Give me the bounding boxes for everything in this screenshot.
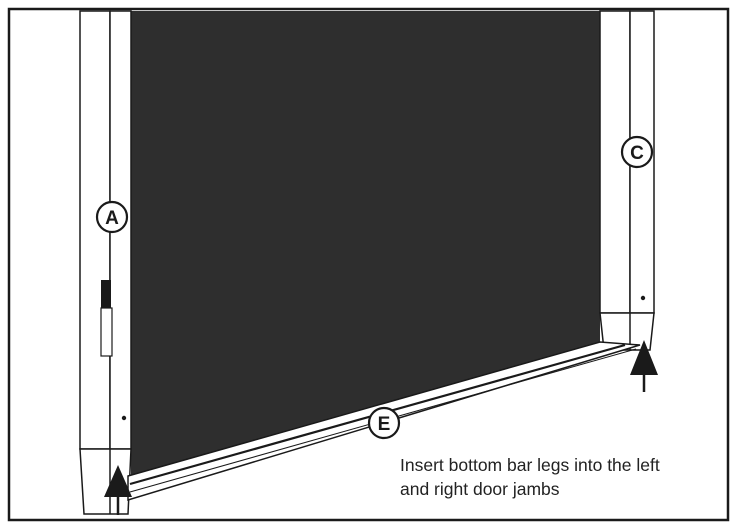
caption-line-1: Insert bottom bar legs into the left — [400, 455, 660, 475]
latch-plate — [100, 307, 113, 357]
callout-a-label: A — [105, 208, 119, 229]
callout-c-label: C — [630, 143, 644, 164]
callout-c: C — [620, 135, 654, 169]
callout-e-label: E — [378, 414, 391, 435]
jamb-screw-hole — [640, 295, 646, 301]
left-jamb — [79, 10, 132, 515]
callout-e: E — [367, 406, 401, 440]
screen-mesh — [131, 11, 600, 480]
arrow-up-right-icon — [630, 340, 658, 392]
callout-a: A — [95, 200, 129, 234]
right-jamb — [599, 10, 655, 351]
instruction-caption: Insert bottom bar legs into the left and… — [400, 453, 720, 501]
latch-bar — [101, 280, 111, 308]
arrow-up-left-icon — [104, 465, 132, 515]
jamb-screw-hole — [121, 415, 127, 421]
caption-line-2: and right door jambs — [400, 479, 560, 499]
